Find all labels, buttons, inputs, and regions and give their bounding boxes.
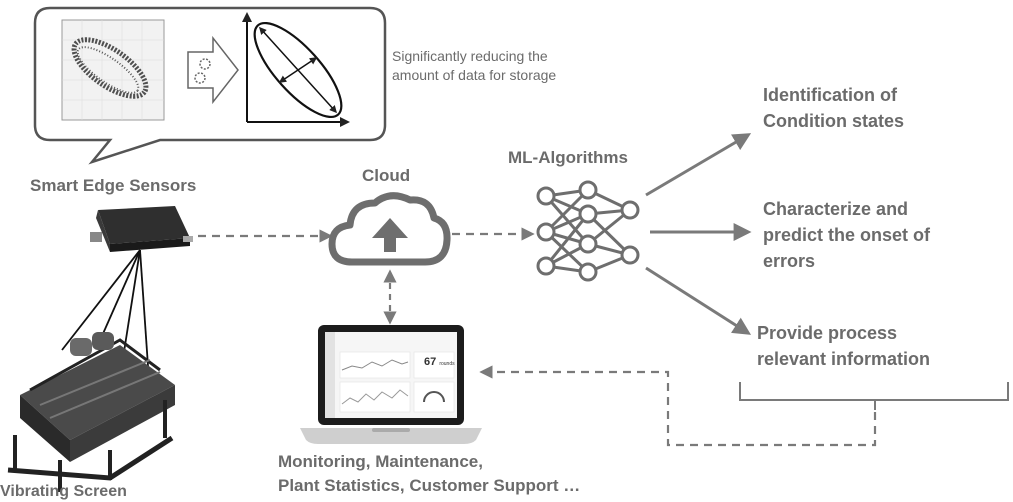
raw-scatter-plot <box>61 19 165 121</box>
smart-edge-sensors-label: Smart Edge Sensors <box>30 176 197 195</box>
output-identification-line1: Identification of <box>763 85 897 105</box>
storage-note-line1: Significantly reducing the <box>392 48 548 64</box>
dashboard-metric-unit: rounds <box>439 361 455 367</box>
output-characterize-line2: predict the onset of <box>763 225 931 245</box>
reduced-ellipse-plot <box>242 12 350 127</box>
vibrating-screen-label: Vibrating Screen <box>0 483 127 500</box>
output-process-info-line2: relevant information <box>757 349 931 369</box>
output-characterize: Characterize and predict the onset of er… <box>763 196 930 274</box>
output-characterize-line3: errors <box>763 251 816 271</box>
storage-note: Significantly reducing the amount of dat… <box>392 47 556 85</box>
dashboard-metric: 67 rounds <box>424 356 455 368</box>
neural-network-icon <box>536 180 640 282</box>
output-characterize-line1: Characterize and <box>763 199 909 219</box>
output-identification: Identification of Condition states <box>763 82 904 134</box>
output-process-info-line1: Provide process <box>757 323 898 343</box>
outputs-brace <box>739 382 1009 410</box>
vibrating-screen-machine <box>7 332 175 492</box>
output-identification-line2: Condition states <box>763 111 905 131</box>
ml-algorithms-label: ML-Algorithms <box>508 148 628 167</box>
cloud-label: Cloud <box>362 166 411 185</box>
dashboard-metric-value: 67 <box>424 356 437 368</box>
services-caption: Monitoring, Maintenance, Plant Statistic… <box>278 450 580 498</box>
services-caption-line1: Monitoring, Maintenance, <box>278 452 483 471</box>
storage-note-line2: amount of data for storage <box>392 67 557 83</box>
dashboard-laptop <box>300 325 482 444</box>
ml-to-identification-arrow <box>645 133 752 197</box>
output-process-info: Provide process relevant information <box>757 320 930 372</box>
ml-to-process-info-arrow <box>645 266 752 335</box>
feedback-arrow <box>479 365 877 447</box>
processing-arrow-icon <box>187 35 239 105</box>
cloud-upload-icon <box>328 192 451 266</box>
services-caption-line2: Plant Statistics, Customer Support … <box>278 476 581 495</box>
smart-edge-sensor-device <box>90 206 193 252</box>
